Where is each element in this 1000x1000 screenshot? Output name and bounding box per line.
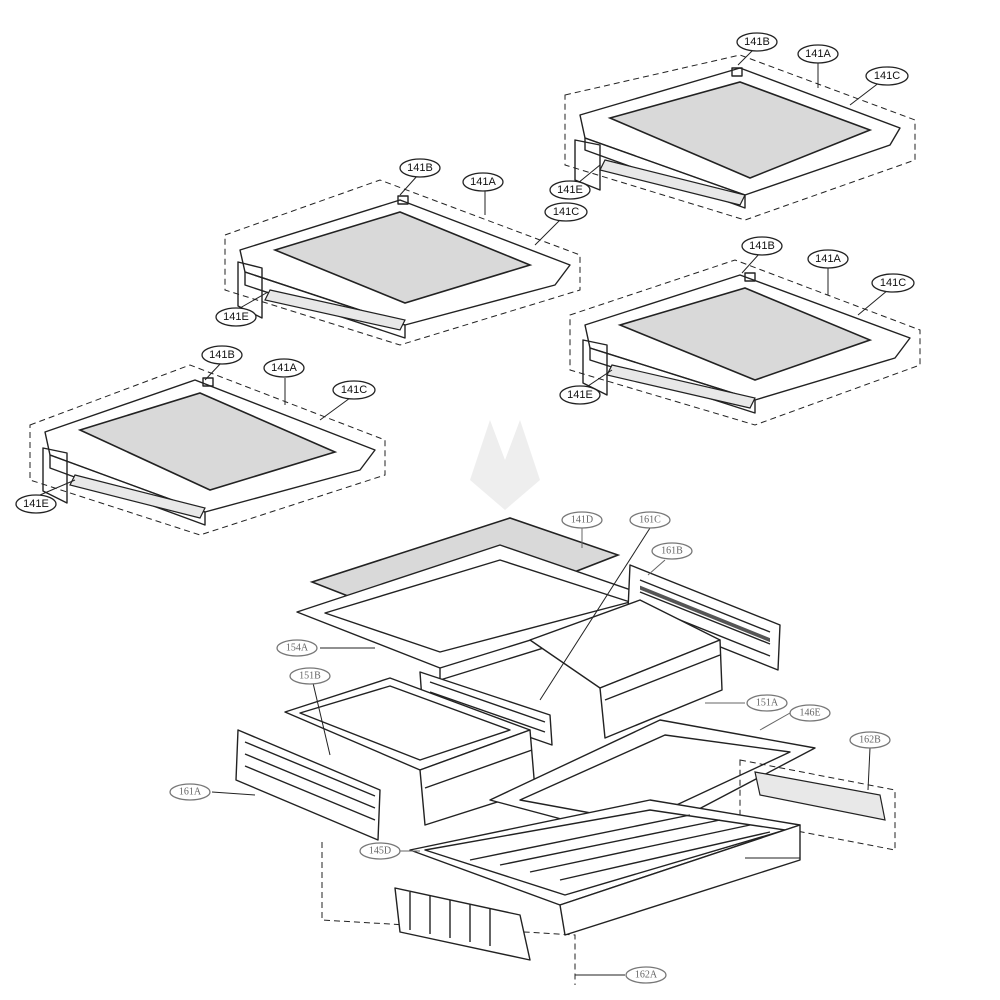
svg-text:141C: 141C <box>874 70 900 82</box>
callout-141D: 141D <box>561 511 603 529</box>
svg-text:141A: 141A <box>815 253 841 265</box>
shelf-glass <box>607 81 873 179</box>
callout-141E: 141E <box>559 385 601 405</box>
svg-text:161A: 161A <box>179 787 202 798</box>
svg-text:141D: 141D <box>571 515 593 526</box>
glass-shelf-4[interactable] <box>29 364 386 536</box>
svg-text:141C: 141C <box>553 206 579 218</box>
shelf-glass <box>617 287 873 381</box>
callout-141A: 141A <box>462 172 504 192</box>
callout-141A: 141A <box>797 44 839 64</box>
callout-141B: 141B <box>741 236 783 256</box>
svg-text:145D: 145D <box>369 846 391 857</box>
callout-141A: 141A <box>263 358 305 378</box>
svg-text:141E: 141E <box>567 389 593 401</box>
callout-146E: 146E <box>789 704 831 722</box>
glass-shelf-3[interactable] <box>569 259 921 426</box>
svg-text:141C: 141C <box>341 384 367 396</box>
leader-lines <box>39 47 889 976</box>
svg-text:141C: 141C <box>880 277 906 289</box>
svg-text:141A: 141A <box>271 362 297 374</box>
svg-text:141A: 141A <box>470 176 496 188</box>
svg-text:141B: 141B <box>209 349 235 361</box>
left-frame[interactable] <box>235 729 381 841</box>
callout-162A: 162A <box>625 966 667 984</box>
callout-151A: 151A <box>746 694 788 712</box>
crisper-drawer-a[interactable] <box>529 599 723 739</box>
callout-141C: 141C <box>544 202 588 222</box>
callout-141E: 141E <box>215 307 257 327</box>
shelf-glass <box>77 392 338 491</box>
callout-141B: 141B <box>399 158 441 178</box>
callout-161B: 161B <box>651 542 693 560</box>
watermark-logo <box>470 420 540 510</box>
callout-141B: 141B <box>736 32 778 52</box>
svg-text:161C: 161C <box>639 515 661 526</box>
callout-162B: 162B <box>849 731 891 749</box>
svg-text:162A: 162A <box>635 970 658 981</box>
callout-141A: 141A <box>807 249 849 269</box>
svg-text:162B: 162B <box>859 735 881 746</box>
callout-141C: 141C <box>865 66 909 86</box>
glass-shelf-1[interactable] <box>564 54 916 221</box>
callout-141E: 141E <box>549 180 591 200</box>
callout-141C: 141C <box>332 380 376 400</box>
svg-text:154A: 154A <box>286 643 309 654</box>
svg-text:141E: 141E <box>557 184 583 196</box>
callout-154A: 154A <box>276 639 318 657</box>
svg-text:151B: 151B <box>299 671 321 682</box>
callout-141C: 141C <box>871 273 915 293</box>
svg-text:141E: 141E <box>223 311 249 323</box>
front-rail-a[interactable] <box>321 842 576 985</box>
callout-141E: 141E <box>15 494 57 514</box>
shelf-glass <box>272 211 533 304</box>
glass-shelf-2[interactable] <box>224 179 581 346</box>
svg-text:151A: 151A <box>756 698 779 709</box>
svg-text:141B: 141B <box>407 162 433 174</box>
callout-141B: 141B <box>201 345 243 365</box>
bottom-drawer[interactable] <box>409 799 801 936</box>
svg-text:141E: 141E <box>23 498 49 510</box>
callout-161A: 161A <box>169 783 211 801</box>
svg-text:141A: 141A <box>805 48 831 60</box>
callout-161C: 161C <box>629 511 671 529</box>
svg-text:141B: 141B <box>744 36 770 48</box>
callout-145D: 145D <box>359 842 401 860</box>
svg-text:141B: 141B <box>749 240 775 252</box>
svg-text:161B: 161B <box>661 546 683 557</box>
side-rail-b[interactable] <box>739 759 896 851</box>
svg-text:146E: 146E <box>799 708 820 719</box>
callout-151B: 151B <box>289 667 331 685</box>
